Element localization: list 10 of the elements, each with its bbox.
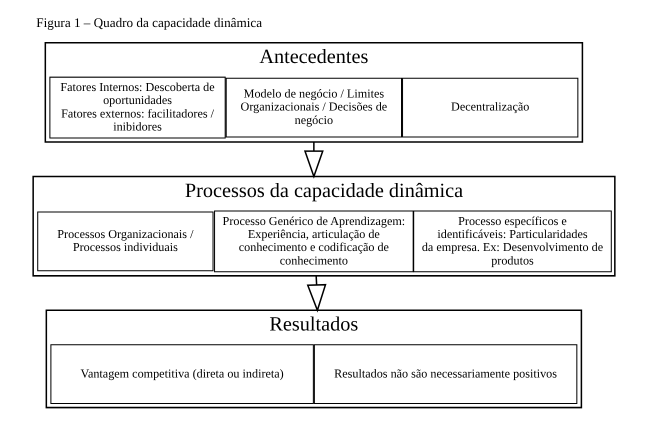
node-box: Processo específicos e identificáveis: Particularidades da empresa. Ex: Desenvolvimento de produtos	[413, 210, 612, 272]
arrow	[304, 142, 324, 179]
node-box: Resultados não são necessariamente positivos	[314, 344, 578, 404]
node-box: Modelo de negócio / Limites Organizacionais / Decisões de negócio	[226, 78, 402, 138]
node-box: Decentralização	[402, 78, 578, 138]
node-box: Fatores Internos: Descoberta de oportunidades Fatores externos: facilitadores / inibidores	[49, 76, 226, 138]
diagram-title: Figura 1 – Quadro da capacidade dinâmica	[36, 14, 262, 30]
node-box: Processos Organizacionais / Processos individuais	[37, 211, 214, 272]
node-box: Vantagem competitiva (direta ou indireta)	[50, 344, 314, 404]
node-box: Processo Genérico de Aprendizagem: Experiência, articulação de conhecimento e codificação de conhecimento	[214, 210, 414, 272]
